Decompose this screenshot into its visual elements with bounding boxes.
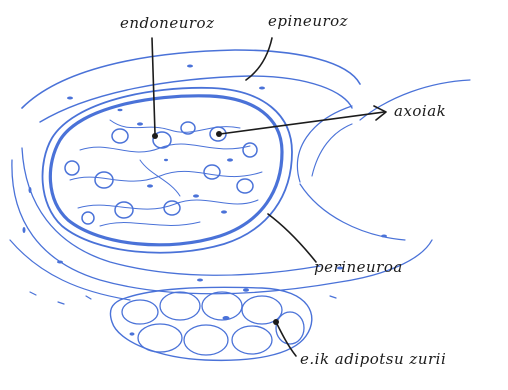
perineurium-ring — [43, 88, 292, 253]
adipose-tissue — [110, 287, 311, 360]
adipocyte — [232, 326, 272, 354]
axonak-leader — [220, 112, 384, 134]
adipocyte — [202, 292, 242, 320]
endoneuro-leader — [152, 38, 155, 134]
epineuro-label: epineuroz — [268, 12, 348, 30]
axon — [204, 165, 220, 179]
axon — [237, 179, 253, 193]
axon — [82, 212, 94, 224]
axon-group — [65, 122, 257, 224]
axon — [112, 129, 128, 143]
adipocyte — [276, 312, 304, 344]
adipose-label: e.ik adipotsu zurii — [300, 350, 446, 368]
adipose-leader-dot — [273, 319, 279, 325]
adipocyte — [122, 300, 158, 324]
perineuro-label: perineuroa — [314, 258, 403, 276]
axon — [243, 143, 257, 157]
axonak-label: axoiak — [394, 102, 446, 120]
axon — [115, 202, 133, 218]
adipocyte — [138, 324, 182, 352]
axon — [65, 161, 79, 175]
perineuro-leader — [268, 214, 316, 262]
adipocyte — [184, 325, 228, 355]
endoneuro-label: endoneuroz — [120, 14, 214, 32]
axon — [164, 201, 180, 215]
axonak-leader-dot — [216, 131, 222, 137]
endoneuro-leader-dot — [152, 133, 158, 139]
epineuro-leader — [246, 38, 272, 80]
axon — [95, 172, 113, 188]
adipocyte — [160, 292, 200, 320]
connective-dashes — [30, 292, 336, 304]
